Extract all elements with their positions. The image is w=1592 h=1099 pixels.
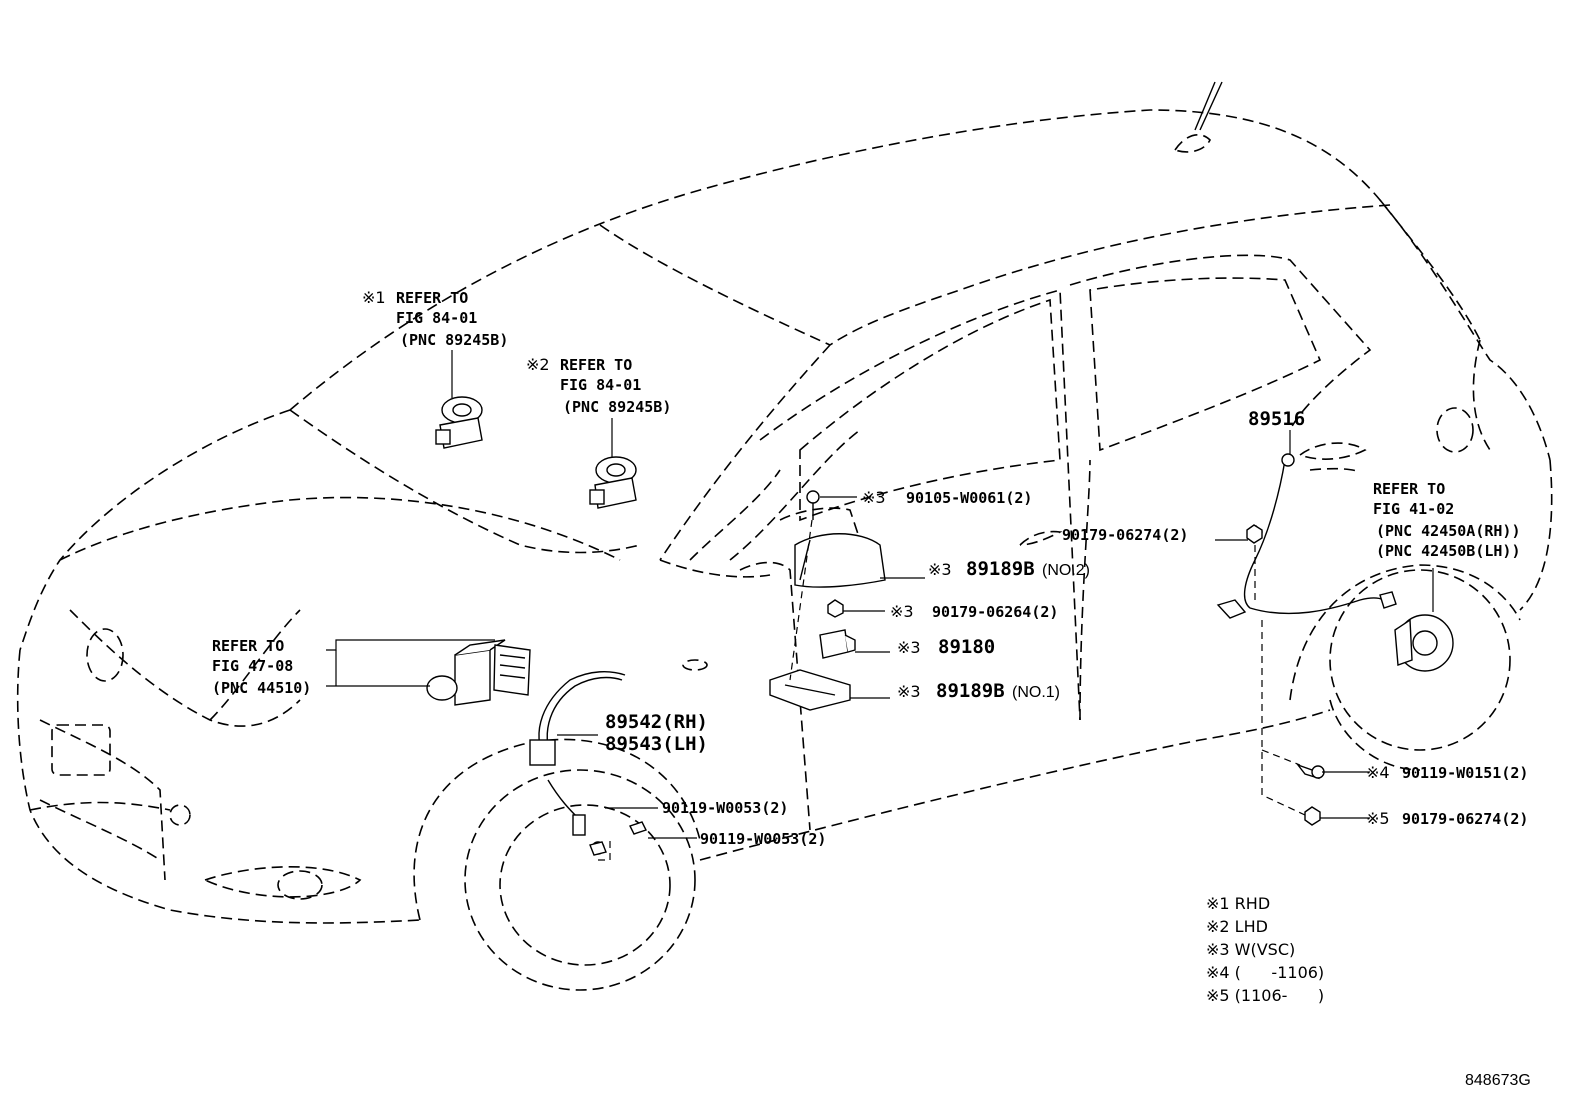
note-1: ※1 RHD bbox=[1206, 894, 1270, 913]
front-bolt-1 bbox=[589, 841, 607, 856]
note-2: ※2 LHD bbox=[1206, 917, 1268, 936]
abs-ref-line2: FIG 47-08 bbox=[212, 657, 293, 675]
abs-ref-line1: REFER TO bbox=[212, 637, 284, 655]
car-body-outline bbox=[16, 81, 1553, 991]
front-sensor-rh-label: 89542(RH) bbox=[605, 711, 708, 733]
bracket-no1-label: 89189B bbox=[936, 680, 1005, 702]
lhd-ref-mark: ※2 bbox=[526, 355, 550, 374]
note-5: ※5 (1106- ) bbox=[1206, 986, 1324, 1005]
lhd-ref-line2: FIG 84-01 bbox=[560, 376, 641, 394]
front-speed-sensor bbox=[529, 671, 647, 855]
note-3: ※3 W(VSC) bbox=[1206, 940, 1295, 959]
bracket-no2-mark: ※3 bbox=[928, 560, 952, 579]
rear-bolt-4-label: 90119-W0151(2) bbox=[1402, 764, 1528, 782]
leader-lines bbox=[326, 350, 1434, 861]
rear-sensor-label: 89516 bbox=[1248, 408, 1305, 430]
rear-bolt-90119-w0151 bbox=[1295, 763, 1325, 780]
nut-90179-06264-label: 90179-06264(2) bbox=[932, 603, 1058, 621]
rear-nut-5-label: 90179-06274(2) bbox=[1402, 810, 1528, 828]
rhd-ref-line3: (PNC 89245B) bbox=[400, 331, 508, 349]
front-bolt-1-label: 90119-W0053(2) bbox=[662, 799, 788, 817]
yaw-rate-sensor-lhd bbox=[589, 456, 637, 509]
front-bolt-2-label: 90119-W0053(2) bbox=[700, 830, 826, 848]
bolt-90105 bbox=[806, 490, 820, 520]
rear-nut-label: 90179-06274(2) bbox=[1062, 526, 1188, 544]
bolt-90105-mark: ※3 bbox=[862, 488, 886, 507]
bracket-no1-mark: ※3 bbox=[897, 682, 921, 701]
bracket-no2-label: 89189B bbox=[966, 558, 1035, 580]
abs-actuator bbox=[426, 639, 531, 706]
sensor-89180-mark: ※3 bbox=[897, 638, 921, 657]
rear-hub-ref-line2: FIG 41-02 bbox=[1373, 500, 1454, 518]
bracket-no1 bbox=[769, 669, 851, 711]
rear-hub-ref-line4: (PNC 42450B(LH)) bbox=[1376, 542, 1521, 560]
note-4: ※4 ( -1106) bbox=[1206, 963, 1324, 982]
rear-nut-top bbox=[1246, 524, 1263, 544]
bracket-no1-suffix: (NO.1) bbox=[1012, 684, 1060, 701]
rear-hub-ref-line1: REFER TO bbox=[1373, 480, 1445, 498]
lhd-ref-line3: (PNC 89245B) bbox=[563, 398, 671, 416]
bracket-no2 bbox=[794, 533, 886, 588]
rhd-ref-line1: REFER TO bbox=[396, 289, 468, 307]
rear-axle-hub bbox=[1394, 614, 1454, 672]
bolt-90105-label: 90105-W0061(2) bbox=[906, 489, 1032, 507]
figure-number: 848673G bbox=[1465, 1072, 1531, 1089]
rear-nut-90179-06274 bbox=[1304, 806, 1321, 826]
sensor-89180 bbox=[819, 629, 856, 659]
sensor-89180-label: 89180 bbox=[938, 636, 995, 658]
nut-90179-06264 bbox=[827, 599, 844, 618]
front-sensor-lh-label: 89543(LH) bbox=[605, 733, 708, 755]
rhd-ref-mark: ※1 bbox=[362, 288, 386, 307]
rhd-ref-line2: FIG 84-01 bbox=[396, 309, 477, 327]
rear-nut-5-mark: ※5 bbox=[1366, 809, 1390, 828]
yaw-rate-sensor-rhd bbox=[435, 396, 483, 449]
rear-speed-sensor bbox=[1216, 453, 1397, 619]
abs-ref-line3: (PNC 44510) bbox=[212, 679, 311, 697]
lhd-ref-line1: REFER TO bbox=[560, 356, 632, 374]
rear-hub-ref-line3: (PNC 42450A(RH)) bbox=[1376, 522, 1521, 540]
nut-90179-06264-mark: ※3 bbox=[890, 602, 914, 621]
bracket-no2-suffix: (NO.2) bbox=[1042, 562, 1090, 579]
footnotes: ※1 RHD ※2 LHD ※3 W(VSC) ※4 ( -1106) ※5 (… bbox=[1206, 894, 1324, 1005]
rear-bolt-4-mark: ※4 bbox=[1366, 763, 1390, 782]
